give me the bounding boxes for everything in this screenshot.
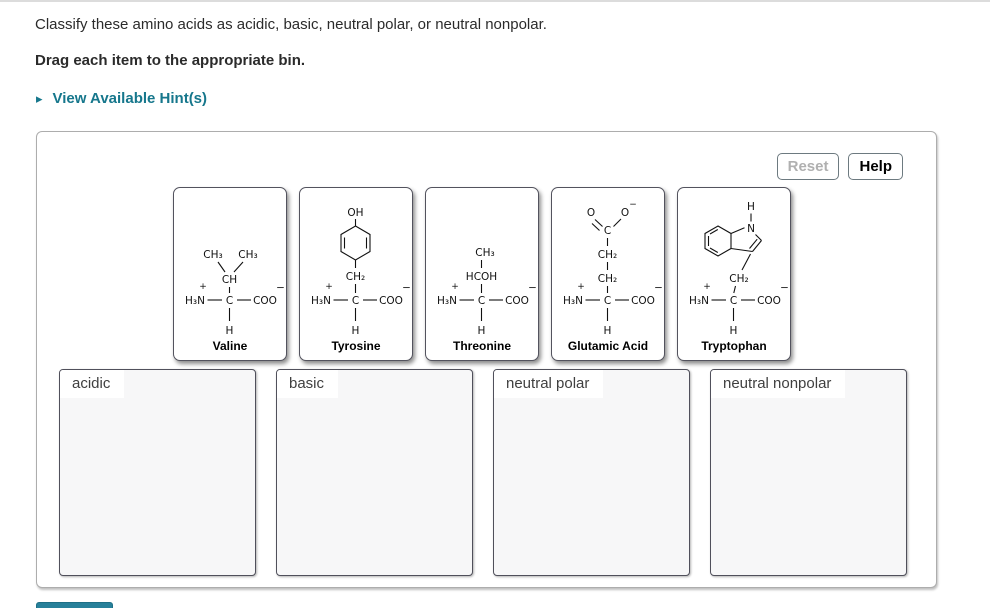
valine-ch3-right: CH₃	[238, 249, 257, 261]
coo-group: COO	[379, 295, 403, 307]
alpha-h: H	[352, 325, 360, 337]
h3n-group: H₃N	[437, 295, 457, 307]
bin-label: acidic	[60, 370, 125, 398]
h3n-group: H₃N	[185, 295, 205, 307]
alpha-carbon: C	[730, 295, 737, 307]
glutamic-acid-structure: O O − C CH₂ CH₂ + H₃N C COO − H	[563, 200, 663, 337]
plus-charge: +	[451, 282, 459, 292]
h3n-group: H₃N	[311, 295, 331, 307]
top-divider	[0, 0, 990, 2]
minus-charge: −	[276, 282, 285, 294]
coo-group: COO	[253, 295, 277, 307]
alpha-h: H	[226, 325, 234, 337]
bin-label: neutral nonpolar	[711, 370, 846, 398]
tyrosine-oh: OH	[347, 207, 363, 219]
glu-o-left: O	[587, 207, 595, 219]
glu-ch2-lower: CH₂	[598, 273, 617, 285]
threonine-structure: CH₃ HCOH + H₃N C COO − H	[437, 247, 537, 337]
amino-acid-card-glutamic-acid[interactable]: O O − C CH₂ CH₂ + H₃N C COO − H	[551, 187, 665, 361]
glu-carboxyl-c: C	[604, 225, 611, 237]
card-name: Threonine	[452, 339, 511, 353]
alpha-h: H	[730, 325, 738, 337]
question-prompt: Classify these amino acids as acidic, ba…	[35, 16, 547, 33]
drag-instruction: Drag each item to the appropriate bin.	[35, 52, 306, 69]
tyrosine-structure: OH CH₂ + H₃N C COO − H	[311, 207, 411, 337]
plus-charge: +	[703, 282, 711, 292]
bin-neutral-polar[interactable]: neutral polar	[493, 369, 690, 576]
activity-area: Reset Help CH₃ CH₃ CH + H₃N C COO − H	[36, 131, 937, 588]
alpha-h: H	[604, 325, 612, 337]
valine-ch3-left: CH₃	[203, 249, 222, 261]
tyrosine-ch2: CH₂	[346, 271, 365, 283]
minus-charge: −	[654, 282, 663, 294]
amino-acid-card-valine[interactable]: CH₃ CH₃ CH + H₃N C COO − H Valine	[173, 187, 287, 361]
help-button[interactable]: Help	[848, 153, 903, 180]
bin-label: neutral polar	[494, 370, 604, 398]
trp-n: N	[747, 223, 755, 235]
alpha-h: H	[478, 325, 486, 337]
alpha-carbon: C	[226, 295, 233, 307]
alpha-carbon: C	[604, 295, 611, 307]
minus-charge: −	[528, 282, 537, 294]
bin-acidic[interactable]: acidic	[59, 369, 256, 576]
plus-charge: +	[199, 282, 207, 292]
benzene-ring	[340, 225, 371, 261]
submit-button[interactable]	[36, 602, 113, 608]
amino-acid-card-tryptophan[interactable]: H N CH₂ + H₃N C COO	[677, 187, 791, 361]
tryptophan-structure: H N CH₂ + H₃N C COO	[689, 201, 789, 337]
trp-ch2: CH₂	[729, 273, 748, 285]
coo-group: COO	[505, 295, 529, 307]
bin-label: basic	[277, 370, 339, 398]
alpha-carbon: C	[352, 295, 359, 307]
threonine-hcoh: HCOH	[466, 271, 497, 283]
card-name: Valine	[212, 339, 248, 353]
glu-o-minus: −	[629, 200, 637, 210]
reset-button[interactable]: Reset	[776, 153, 840, 180]
amino-acid-card-threonine[interactable]: CH₃ HCOH + H₃N C COO − H Threonine	[425, 187, 539, 361]
minus-charge: −	[402, 282, 411, 294]
toolbar: Reset Help	[776, 153, 903, 180]
glu-ch2-upper: CH₂	[598, 249, 617, 261]
alpha-carbon: C	[478, 295, 485, 307]
trp-nh-h: H	[747, 201, 755, 213]
bin-neutral-nonpolar[interactable]: neutral nonpolar	[710, 369, 907, 576]
valine-ch: CH	[222, 274, 237, 286]
plus-charge: +	[325, 282, 333, 292]
h3n-group: H₃N	[689, 295, 709, 307]
coo-group: COO	[631, 295, 655, 307]
bin-basic[interactable]: basic	[276, 369, 473, 576]
valine-structure: CH₃ CH₃ CH + H₃N C COO − H	[185, 249, 285, 337]
hint-arrow-icon: ▸	[36, 91, 43, 106]
glu-o-right: O	[621, 207, 629, 219]
card-name: Tyrosine	[331, 339, 381, 353]
coo-group: COO	[757, 295, 781, 307]
card-name: Tryptophan	[701, 339, 767, 353]
view-hints-link[interactable]: ▸ View Available Hint(s)	[36, 90, 207, 107]
card-name: Glutamic Acid	[567, 339, 649, 353]
amino-acid-card-tyrosine[interactable]: OH CH₂ + H₃N C COO − H Tyrosine	[299, 187, 413, 361]
threonine-ch3: CH₃	[475, 247, 494, 259]
minus-charge: −	[780, 282, 789, 294]
hint-link-label[interactable]: View Available Hint(s)	[52, 90, 208, 107]
h3n-group: H₃N	[563, 295, 583, 307]
plus-charge: +	[577, 282, 585, 292]
